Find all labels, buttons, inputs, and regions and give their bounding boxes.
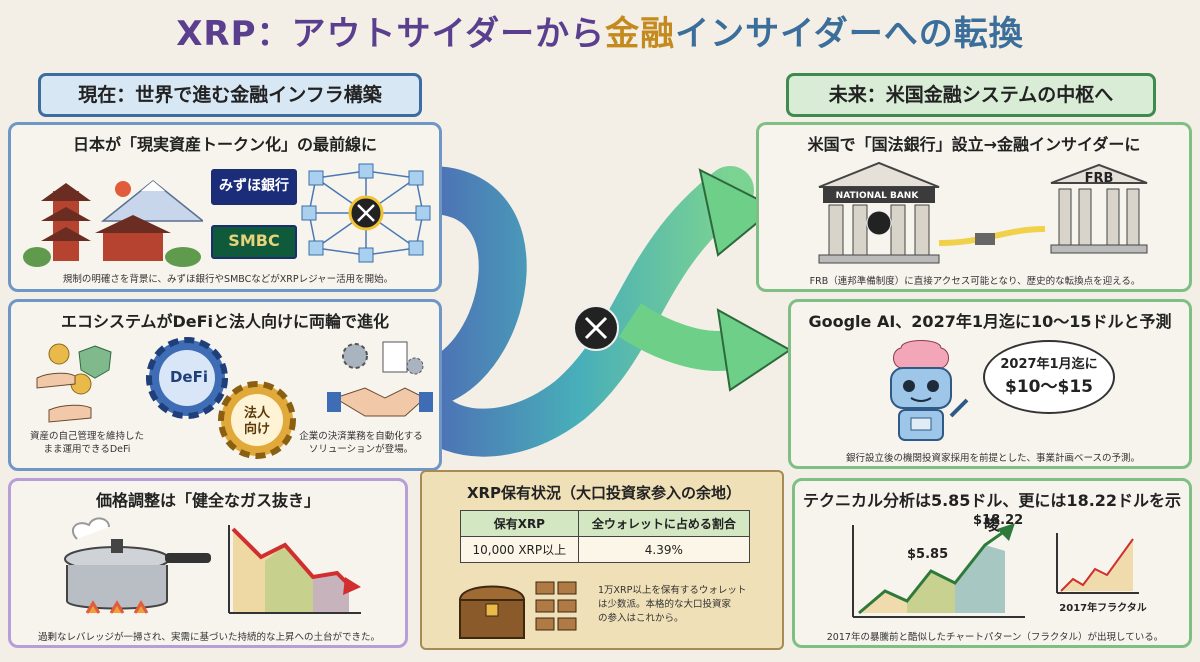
panel-price-title: 価格調整は「健全なガス抜き」	[95, 491, 320, 510]
ai-robot-icon	[890, 340, 969, 441]
gears-icon	[146, 337, 296, 459]
left-section-header: 現在：世界で進む金融インフラ構築	[38, 73, 422, 117]
frb-label: FRB	[1084, 171, 1114, 186]
holdings-table: 保有XRP 全ウォレットに占める割合 10,000 XRP以上 4.39%	[460, 510, 751, 563]
technical-label-top: $18.22	[973, 513, 1024, 528]
declining-chart-icon	[228, 525, 361, 614]
holdings-caption: 1万XRP以上を保有するウォレット は少数派。本格的な大口投資家 の参入はこれか…	[598, 585, 747, 624]
table-row: 10,000 XRP以上 4.39%	[460, 536, 751, 563]
rising-chart-icon	[852, 523, 1025, 618]
national-bank-label: NATIONAL BANK	[835, 191, 919, 201]
corporate-gear-label: 法人 向け	[243, 406, 270, 437]
holdings-title: XRP保有状況（大口投資家参入の余地）	[466, 484, 742, 502]
panel-japan-caption: 規制の明確さを背景に、みずほ銀行やSMBCなどがXRPレジャー活用を開始。	[62, 274, 394, 285]
ecosystem-caption-right: 企業の決済業務を自動化する ソリューションが登場。	[299, 431, 423, 455]
panel-technical-caption: 2017年の暴騰前と酷似したチャートパターン（フラクタル）が出現している。	[826, 632, 1164, 643]
pressure-cooker-icon	[64, 517, 211, 614]
panel-ai-caption: 銀行設立後の機関投資家採用を前提とした、事業計画ベースの予測。	[845, 453, 1141, 464]
holdings-cell-share: 4.39%	[577, 536, 751, 563]
panel-technical-analysis: テクニカル分析は5.85ドル、更には18.22ドルを示唆 $5.85 $18.2…	[792, 478, 1192, 648]
title-part-3: インサイダーへの転換	[675, 14, 1024, 54]
panel-ai-title: Google AI、2027年1月迄に10〜15ドルと予測	[808, 312, 1172, 331]
smbc-badge: SMBC	[211, 225, 297, 259]
right-section-header: 未来：米国金融システムの中枢へ	[786, 73, 1156, 117]
title-part-1: XRP：アウトサイダーから	[176, 14, 606, 54]
mizuho-bank-badge: みずほ銀行	[211, 169, 297, 205]
panel-national-bank: 米国で「国法銀行」設立→金融インサイダーに NATIONAL BANK FRB …	[756, 122, 1192, 292]
panel-google-ai-forecast: Google AI、2027年1月迄に10〜15ドルと予測 2027年1月迄に …	[788, 299, 1192, 469]
technical-label-mid: $5.85	[907, 547, 949, 562]
fractal-chart-icon	[1056, 533, 1139, 594]
coin-hands-icon	[36, 343, 112, 423]
fractal-label: 2017年フラクタル	[1059, 603, 1147, 614]
xrp-ledger-network-icon	[301, 163, 431, 263]
page-title: XRP：アウトサイダーから金融インサイダーへの転換	[0, 6, 1200, 55]
bank-to-frb-icon	[818, 161, 1148, 264]
holdings-header-share: 全ウォレットに占める割合	[577, 510, 751, 537]
handshake-icon	[327, 341, 433, 417]
panel-price-adjustment: 価格調整は「健全なガス抜き」 過剰なレバレッジが一掃され、実需に基づいた持続的な…	[8, 478, 408, 648]
ecosystem-caption-left: 資産の自己管理を維持した まま運用できるDeFi	[29, 431, 144, 455]
panel-price-caption: 過剰なレバレッジが一掃され、実需に基づいた持続的な上昇への土台ができた。	[37, 632, 381, 643]
panel-technical-title: テクニカル分析は5.85ドル、更には18.22ドルを示唆	[802, 491, 1182, 534]
holdings-cell-amount: 10,000 XRP以上	[460, 536, 579, 563]
panel-japan-title: 日本が「現実資産トークン化」の最前線に	[72, 135, 377, 154]
defi-gear-label: DeFi	[169, 368, 208, 386]
treasure-chest-icon	[458, 581, 577, 639]
holdings-header-amount: 保有XRP	[460, 510, 579, 537]
panel-ecosystem-title: エコシステムがDeFiと法人向けに両輪で進化	[60, 312, 390, 331]
forecast-bubble: 2027年1月迄に $10〜$15	[983, 340, 1115, 414]
panel-bank-title: 米国で「国法銀行」設立→金融インサイダーに	[807, 135, 1141, 154]
panel-xrp-holdings: XRP保有状況（大口投資家参入の余地） 保有XRP 全ウォレットに占める割合 1…	[420, 470, 784, 650]
panel-bank-caption: FRB（連邦準備制度）に直接アクセス可能となり、歴史的な転換点を迎える。	[809, 276, 1141, 287]
panel-ecosystem: エコシステムがDeFiと法人向けに両輪で進化 DeFi 法人 向け 資産の自己管…	[8, 299, 442, 471]
panel-japan-tokenization: 日本が「現実資産トークン化」の最前線に みずほ銀行 SMBC 規制の	[8, 122, 442, 292]
pagoda-fuji-icon	[23, 180, 203, 267]
title-part-2: 金融	[605, 14, 676, 54]
transition-flow-graphic	[401, 166, 792, 457]
